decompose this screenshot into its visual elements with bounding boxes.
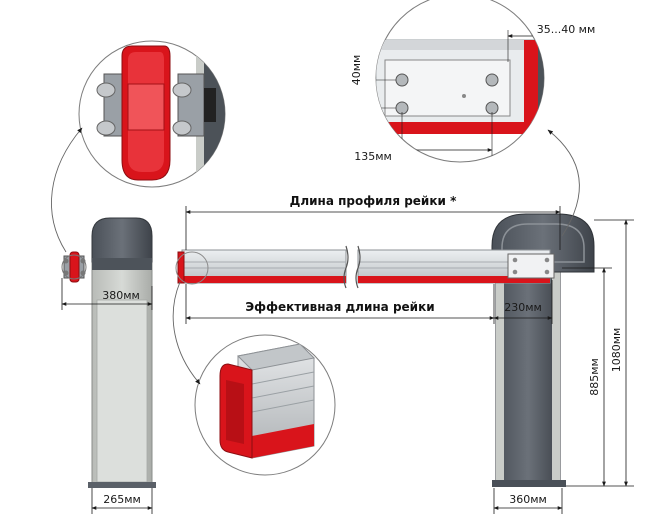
dim-230-label: 230мм [504,301,542,314]
detail-end-cap-front [51,40,226,253]
dimension-lines [61,206,634,514]
dim-380-label: 380мм [102,289,140,302]
dim-265-label: 265мм [103,493,141,506]
left-housing [61,217,156,488]
dim-35-40-label: 35...40 мм [537,23,596,36]
dim-40-label: 40мм [350,55,363,86]
boom [175,245,555,289]
effective-length-label: Эффективная длина рейки [245,300,434,314]
detail-mounting-plate [375,0,580,237]
dim-135-label: 135мм [354,150,392,163]
detail-end-cap-3d [172,281,336,476]
dim-885-label: 885мм [588,358,601,396]
dim-1080-label: 1080мм [610,328,623,373]
dim-360-label: 360мм [509,493,547,506]
profile-length-label: Длина профиля рейки * [290,194,457,208]
